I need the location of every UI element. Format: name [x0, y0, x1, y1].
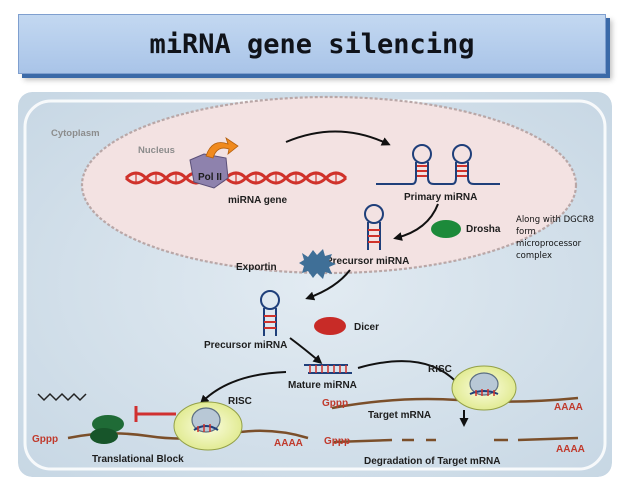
arrow-drosha-processing [393, 203, 439, 241]
risc-protein-left [191, 407, 221, 433]
arrow-dicer-processing [289, 337, 323, 364]
risc-protein-right [469, 372, 499, 396]
pol-ii-label: Pol II [198, 172, 222, 183]
precursor-mirna-nucleus [364, 204, 384, 250]
drosha-note: Along with DGCR8 form microprocessor com… [516, 215, 594, 261]
mature-mirna-duplex [304, 364, 352, 374]
nucleus-label: Nucleus [138, 145, 175, 156]
slide-title: miRNA gene silencing [149, 28, 475, 60]
dicer-label: Dicer [354, 322, 379, 333]
mature-mirna-label: Mature miRNA [288, 380, 357, 391]
cytoplasm-label: Cytoplasm [51, 128, 100, 139]
nascent-peptide [37, 392, 87, 402]
precursor-mirna-cytoplasm [260, 290, 280, 336]
degradation-label: Degradation of Target mRNA [364, 456, 501, 467]
arrow-to-translational-block [199, 371, 287, 405]
inhibition-symbol [134, 406, 176, 422]
mirna-gene-label: miRNA gene [228, 195, 288, 206]
arrow-transcription [285, 130, 391, 146]
title-bar: miRNA gene silencing [18, 14, 606, 74]
aaaa-label-left: AAAA [274, 438, 303, 449]
nucleus [80, 95, 578, 275]
note-line: form [516, 227, 536, 237]
note-line: microprocessor [516, 239, 582, 249]
exportin-label: Exportin [236, 262, 277, 273]
precursor-mirna-nucleus-label: Precursor miRNA [326, 256, 409, 267]
exportin-protein [299, 249, 336, 279]
dicer-enzyme [314, 317, 346, 335]
aaaa-label-degraded: AAAA [556, 444, 585, 455]
ribosome [90, 415, 124, 444]
arrow-to-target-cleavage [357, 360, 462, 389]
risc-label-left: RISC [228, 396, 252, 407]
gppp-label-right: Gppp [322, 398, 348, 409]
gppp-label-left: Gppp [32, 434, 58, 445]
mirna-gene-dna [124, 171, 348, 185]
risc-label-right: RISC [428, 364, 452, 375]
aaaa-label-right: AAAA [554, 402, 583, 413]
note-line: complex [516, 251, 552, 261]
primary-mirna [376, 144, 500, 185]
degraded-mrna-fragments [333, 436, 579, 444]
drosha-enzyme [431, 220, 461, 238]
mirna-pathway-figure: Cytoplasm Nucleus miRNA gene Pol II [18, 92, 612, 477]
target-mrna-label: Target mRNA [368, 410, 431, 421]
gppp-label-degraded: Gppp [324, 436, 350, 447]
note-line: Along with DGCR8 [516, 215, 594, 225]
arrow-nuclear-export [305, 269, 351, 301]
pol-ii-enzyme [189, 137, 239, 189]
translational-block-label: Translational Block [92, 454, 184, 465]
precursor-mirna-cytoplasm-label: Precursor miRNA [204, 340, 287, 351]
drosha-label: Drosha [466, 224, 501, 235]
primary-mirna-label: Primary miRNA [404, 192, 477, 203]
